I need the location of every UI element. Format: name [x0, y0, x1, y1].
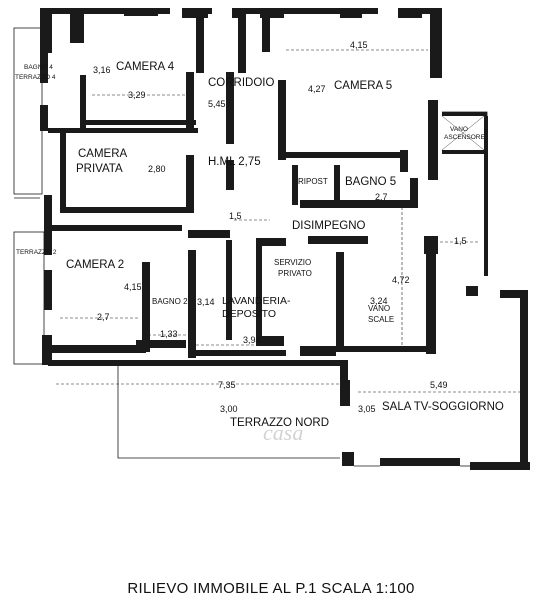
dimension-label: 3,14: [197, 297, 215, 307]
room-bagno-5: BAGNO 5: [345, 176, 397, 188]
room-terrazzo-2: TERRAZZO 2: [16, 249, 57, 256]
dimension-label: 3,05: [358, 404, 376, 414]
ceiling-height-label: H.ML 2,75: [208, 156, 261, 168]
dimension-label: 1,5: [454, 236, 467, 246]
room-vano-ascensore-line2: ASCENSORE: [444, 134, 485, 141]
room-disimpegno: DISIMPEGNO: [292, 220, 366, 232]
room-bagno-4: BAGNO 4: [24, 64, 53, 71]
dimension-label: 3,94: [243, 335, 261, 345]
dimension-label: 3,00: [220, 404, 238, 414]
dimension-label: 4,72: [392, 275, 410, 285]
dimension-label: 4,15: [124, 282, 142, 292]
dimension-label: 7,35: [218, 380, 236, 390]
room-ripost: RIPOST: [298, 177, 328, 186]
room-vano-scale-line2: SCALE: [368, 315, 395, 324]
dimension-label: 1,33: [160, 329, 178, 339]
room-servizio-privato-line1: SERVIZIO: [274, 258, 312, 267]
room-camera-2: CAMERA 2: [66, 259, 125, 271]
room-vano-ascensore-line1: VANO: [450, 126, 468, 133]
dimension-label: 5,49: [430, 380, 448, 390]
dimension-label: 2,7: [97, 312, 110, 322]
room-camera-privata-line2: PRIVATA: [76, 163, 123, 175]
room-terrazzo-4: TERRAZZO 4: [15, 74, 56, 81]
plan-caption: RILIEVO IMMOBILE AL P.1 SCALA 1:100: [127, 580, 415, 597]
dimension-label: 3,16: [93, 65, 111, 75]
walls: [40, 8, 530, 470]
dimension-label: 2,7: [375, 192, 388, 202]
dimension-label: 4,27: [308, 84, 326, 94]
room-camera-5: CAMERA 5: [334, 80, 393, 92]
dimension-label: 4,15: [350, 40, 368, 50]
room-servizio-privato-line2: PRIVATO: [278, 269, 312, 278]
room-camera-privata-line1: CAMERA: [78, 148, 128, 160]
room-vano-scale-line1: VANO: [368, 304, 391, 313]
room-camera-4: CAMERA 4: [116, 61, 175, 73]
dimension-label: 3,24: [370, 296, 388, 306]
room-corridoio: CORRIDOIO: [208, 77, 275, 89]
room-sala-tv-soggiorno: SALA TV-SOGGIORNO: [382, 401, 504, 413]
dimension-label: 2,80: [148, 164, 166, 174]
dimension-label: 3,29: [128, 90, 146, 100]
dimension-label: 1,5: [229, 211, 242, 221]
room-lavanderia-line1: LAVANDERIA-: [222, 295, 291, 307]
watermark: casa: [263, 420, 304, 445]
thin-lines: [13, 27, 488, 467]
dimension-label: 5,45: [208, 99, 226, 109]
dimension-lines: [56, 49, 520, 393]
room-terrazzo-nord: TERRAZZO NORD: [230, 417, 330, 429]
room-bagno-2: BAGNO 2: [152, 297, 188, 306]
room-lavanderia-line2: DEPOSITO: [222, 308, 277, 320]
